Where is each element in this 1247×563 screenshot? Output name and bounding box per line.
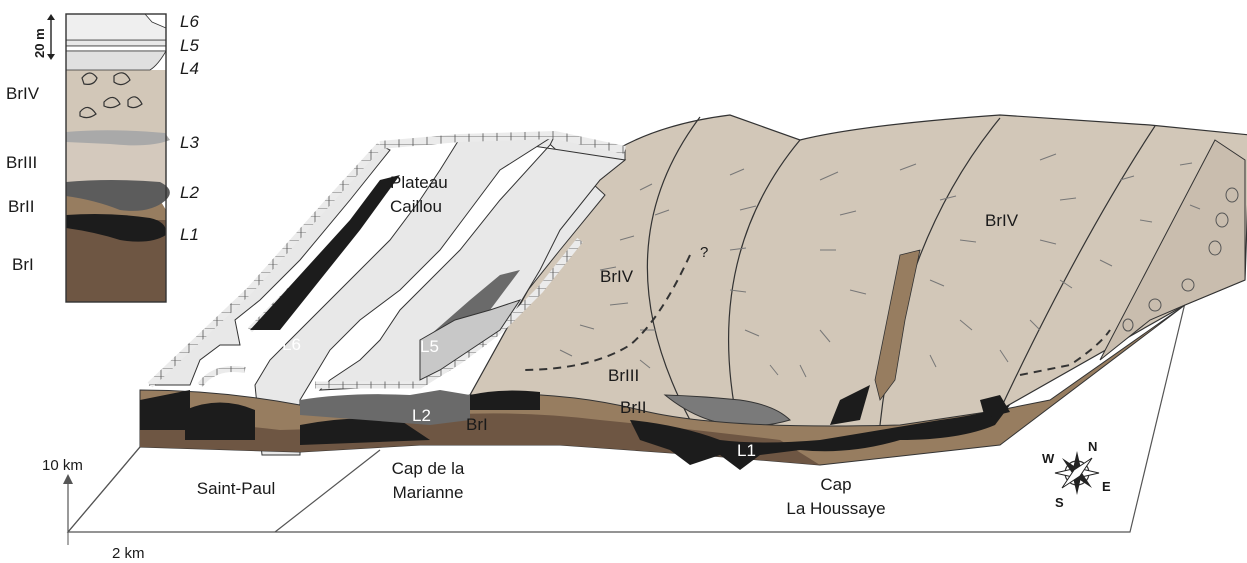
- l6-label: L6: [282, 335, 301, 354]
- place-saint-paul: Saint-Paul: [197, 479, 275, 498]
- col-unit-bri: BrI: [12, 255, 34, 274]
- compass-e: E: [1102, 479, 1111, 494]
- col-label-l1: L1: [180, 225, 199, 244]
- l5-label: L5: [420, 337, 439, 356]
- bri-label: BrI: [466, 415, 488, 434]
- col-label-l6: L6: [180, 12, 199, 31]
- col-label-l4: L4: [180, 59, 199, 78]
- compass-s: S: [1055, 495, 1064, 510]
- col-unit-brii: BrII: [8, 197, 34, 216]
- col-label-l2: L2: [180, 183, 199, 202]
- l1-label: L1: [737, 441, 756, 460]
- brii-label: BrII: [620, 398, 646, 417]
- l2-label: L2: [412, 406, 431, 425]
- stratigraphic-column: 20 m L6 L5 L4 L3 L2 L1 BrIV BrIII BrII B…: [6, 12, 199, 302]
- col-unit-briv: BrIV: [6, 84, 40, 103]
- column-scale-label: 20 m: [32, 28, 47, 58]
- compass-w: W: [1042, 451, 1055, 466]
- col-label-l3: L3: [180, 133, 199, 152]
- question-mark-label: ?: [700, 244, 708, 261]
- vertical-scale-label: 10 km: [42, 457, 83, 474]
- compass-n: N: [1088, 439, 1097, 454]
- horizontal-scale-label: 2 km: [112, 545, 145, 562]
- col-unit-briii: BrIII: [6, 153, 37, 172]
- briv-right-label: BrIV: [985, 211, 1019, 230]
- col-label-l5: L5: [180, 36, 199, 55]
- briv-center-label: BrIV: [600, 267, 634, 286]
- briii-label: BrIII: [608, 366, 639, 385]
